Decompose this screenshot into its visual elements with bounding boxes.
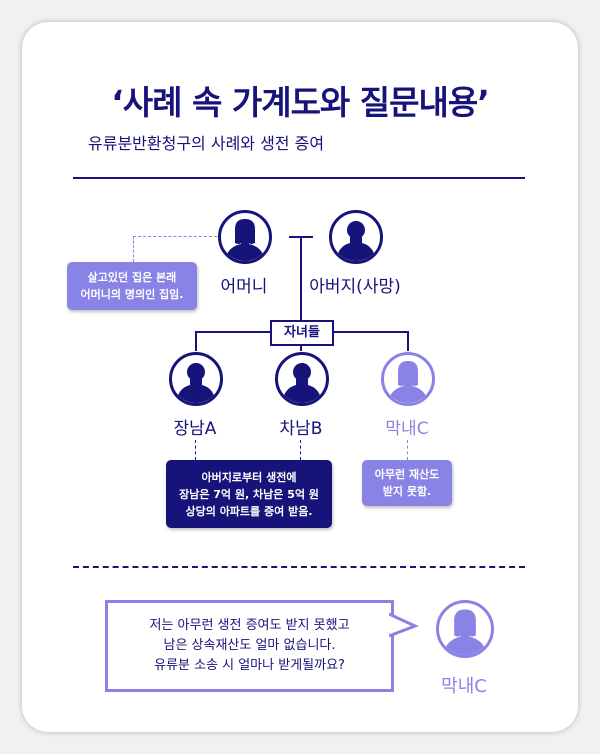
speech-tail [389, 612, 419, 638]
child-c-label: 막내C [385, 419, 429, 439]
man-icon [332, 213, 380, 261]
connector [133, 236, 217, 237]
children-label: 자녀들 [270, 320, 334, 346]
father-label: 아버지(사망) [309, 277, 401, 297]
child-b-label: 차남B [279, 419, 323, 439]
divider [73, 177, 525, 179]
man-icon [172, 355, 220, 403]
father-avatar [329, 210, 383, 264]
mother-avatar [218, 210, 272, 264]
woman-icon [384, 355, 432, 403]
child-a-label: 장남A [173, 419, 217, 439]
child-a-avatar [169, 352, 223, 406]
connector [133, 236, 134, 262]
branch-line [407, 331, 409, 351]
section-divider [73, 566, 525, 568]
man-icon [278, 355, 326, 403]
subtitle: 유류분반환청구의 사례와 생전 증여 [88, 134, 325, 153]
connector [300, 440, 301, 460]
descent-line [300, 236, 302, 320]
connector [407, 440, 408, 460]
page-title: ‘사례 속 가계도와 질문내용’ [111, 83, 490, 122]
connector [195, 440, 196, 460]
speaker-label: 막내C [441, 676, 487, 697]
mother-label: 어머니 [220, 277, 268, 297]
woman-icon [221, 213, 269, 261]
child-c-avatar [381, 352, 435, 406]
woman-icon [439, 603, 491, 655]
speaker-avatar [436, 600, 494, 658]
branch-line [195, 331, 197, 351]
child-b-avatar [275, 352, 329, 406]
